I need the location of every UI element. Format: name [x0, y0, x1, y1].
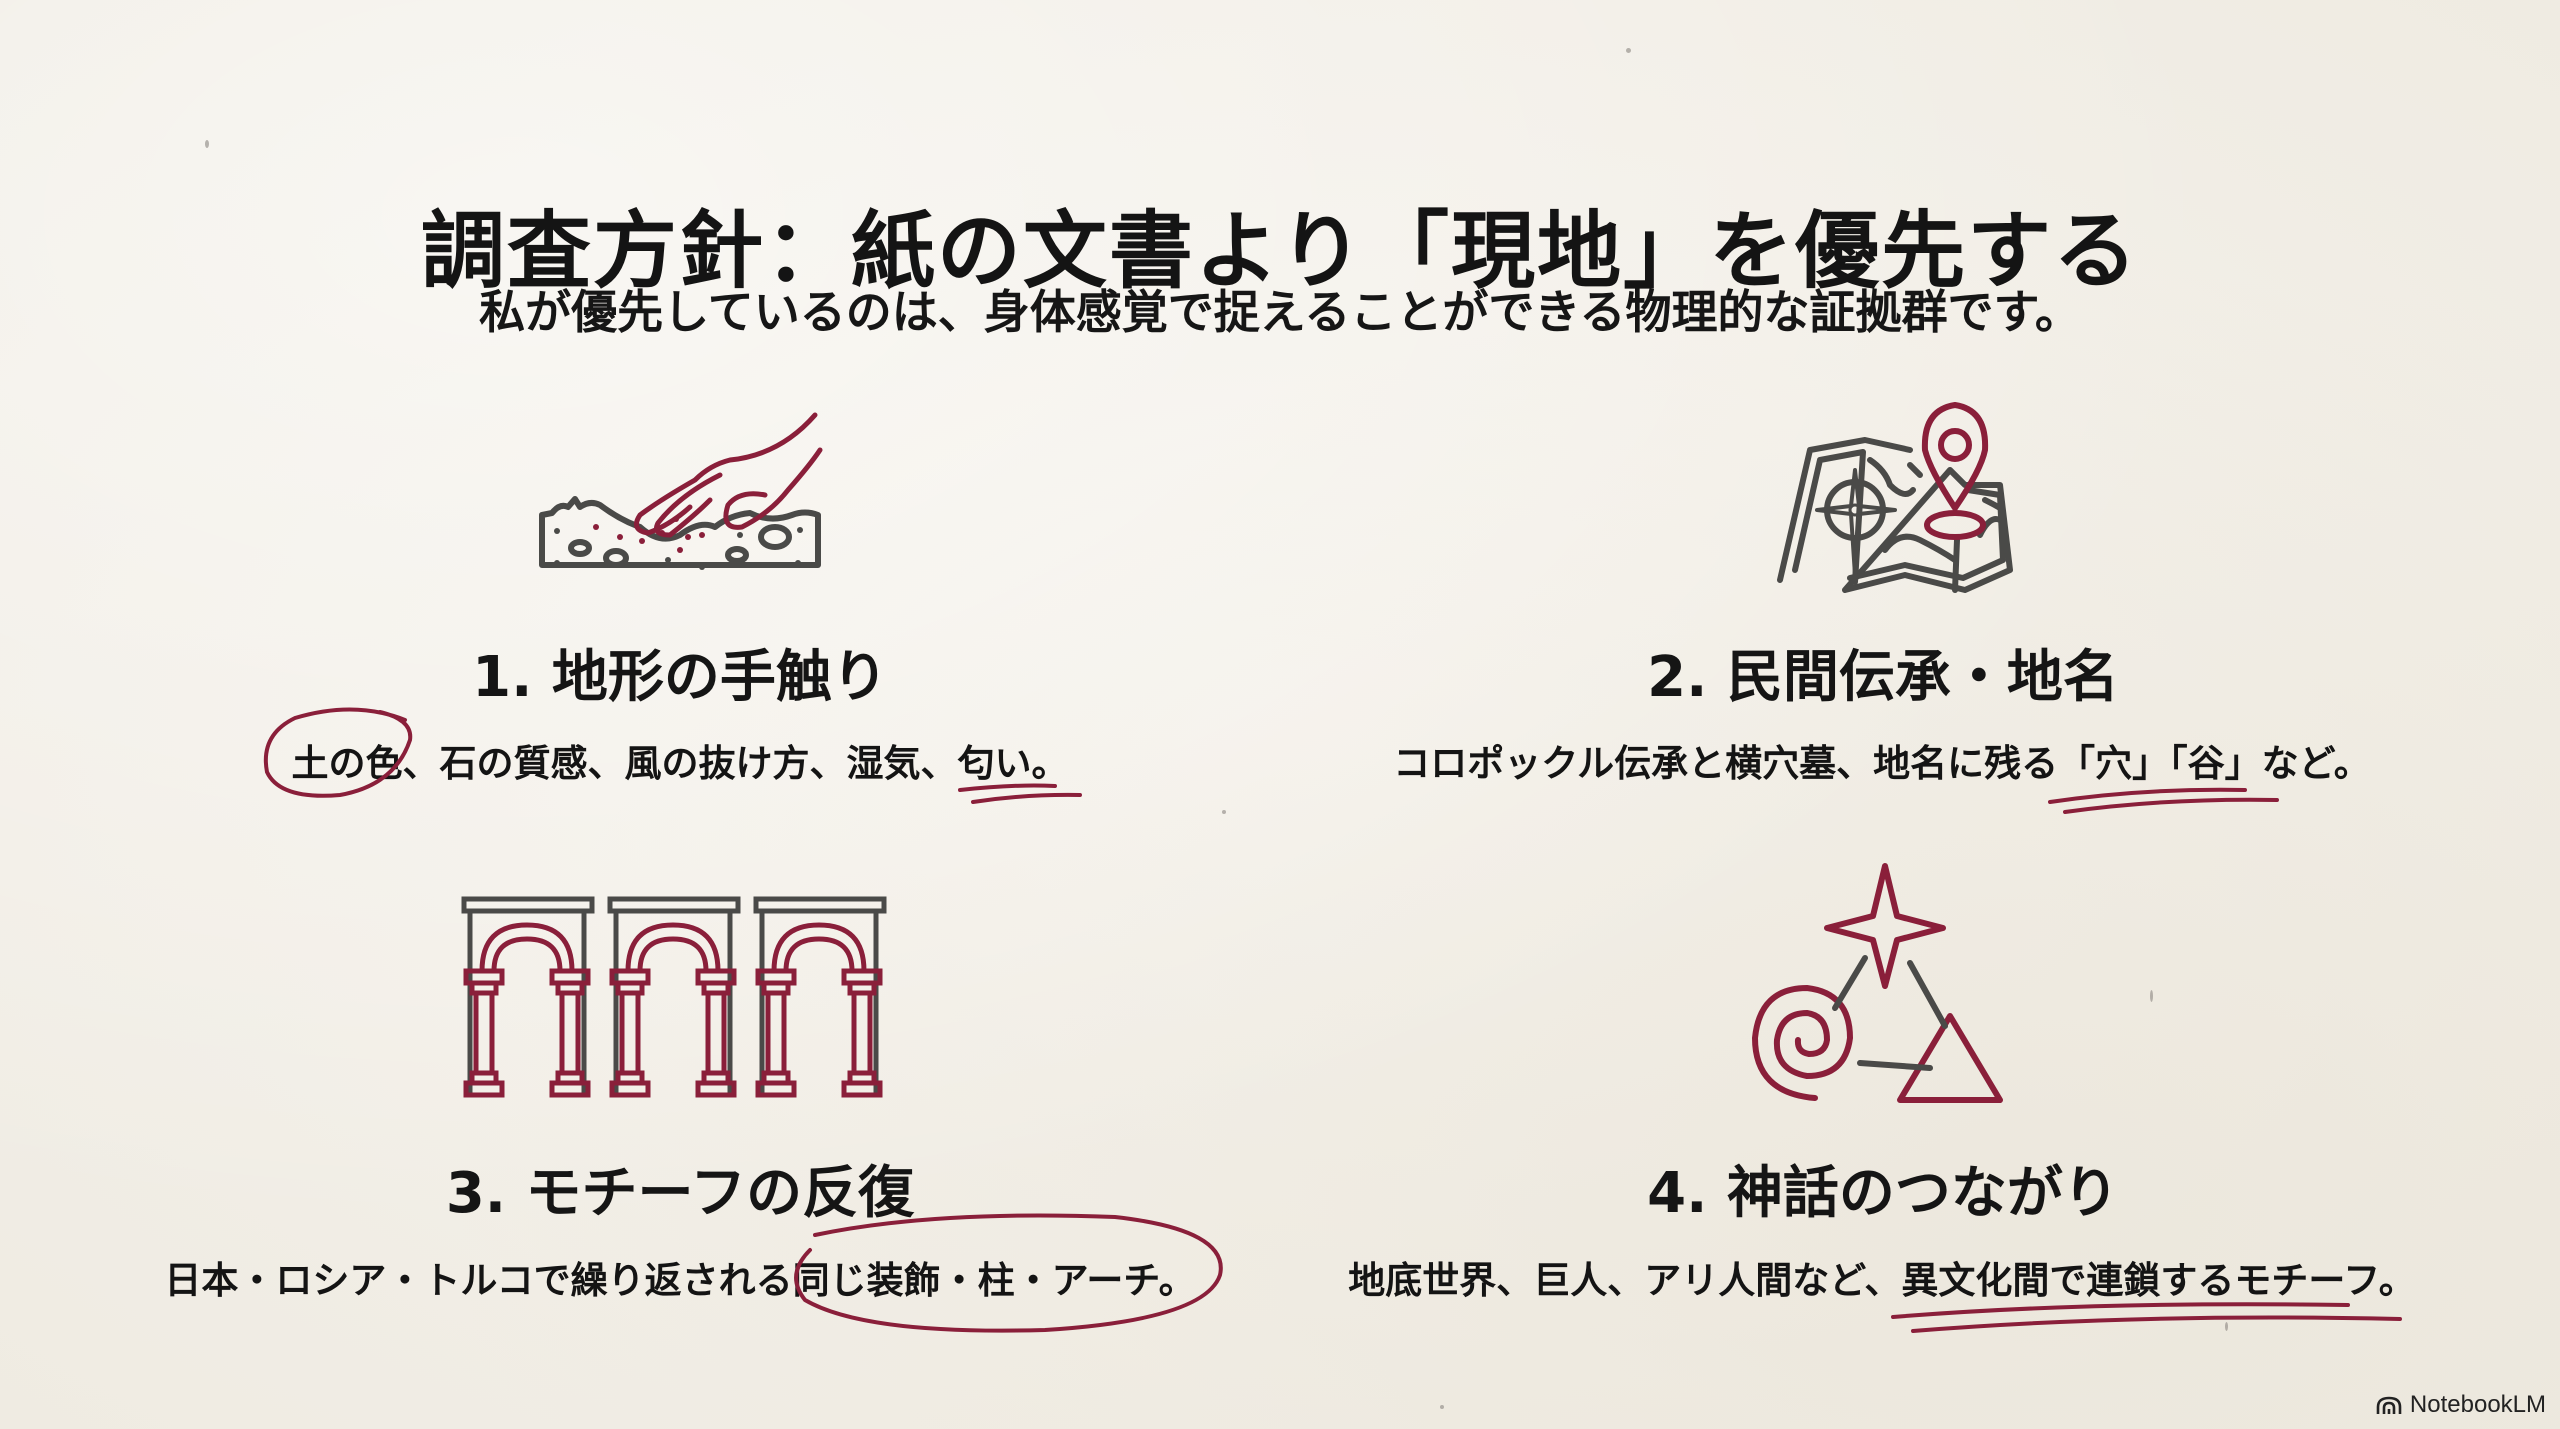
notebooklm-branding: NotebookLM — [2376, 1391, 2546, 1419]
connected-symbols-icon — [1752, 863, 2003, 1103]
item-title: 4. 神話のつながり — [1647, 1161, 2119, 1226]
item-description: 地底世界、巨人、アリ人間など、異文化間で連鎖するモチーフ。 — [1348, 1259, 2416, 1302]
notebooklm-logo-icon — [2376, 1396, 2402, 1414]
paper-speck — [2225, 1322, 2228, 1331]
item-description: コロポックル伝承と横穴墓、地名に残る「穴」「谷」など。 — [1393, 742, 2371, 785]
hand-touching-soil-icon — [539, 412, 823, 570]
paper-speck — [1222, 810, 1226, 814]
item-title: 2. 民間伝承・地名 — [1647, 645, 2119, 710]
paper-speck — [1440, 1405, 1444, 1409]
item-description: 土の色、石の質感、風の抜け方、湿気、匂い。 — [291, 742, 1069, 785]
page-title: 調査方針：紙の文書より「現地」を優先する — [420, 202, 2140, 301]
item-description: 日本・ロシア・トルコで繰り返される同じ装飾・柱・アーチ。 — [164, 1259, 1196, 1302]
page-subtitle: 私が優先しているのは、身体感覚で捉えることができる物理的な証拠群です。 — [479, 285, 2081, 339]
paper-speck — [2150, 990, 2153, 1002]
brand-label: NotebookLM — [2409, 1391, 2546, 1418]
arches-colonnade-icon — [461, 896, 890, 1098]
item-title: 3. モチーフの反復 — [445, 1161, 915, 1226]
item-title: 1. 地形の手触り — [472, 645, 888, 710]
paper-speck — [1626, 48, 1631, 53]
paper-speck — [205, 140, 209, 148]
map-with-location-pin-icon — [1777, 402, 2013, 593]
